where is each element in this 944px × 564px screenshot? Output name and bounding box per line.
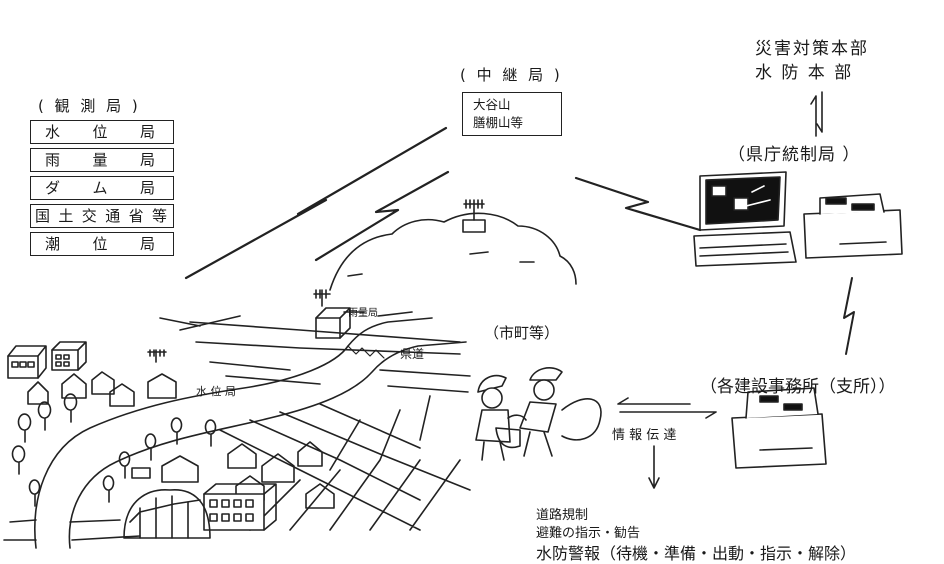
arrow-hq-down — [816, 91, 823, 133]
station-tide: 潮位局 — [30, 232, 174, 256]
info-transmission-label: 情 報 伝 達 — [612, 428, 677, 443]
output-flood-warning: 水防警報（待機・準備・出動・指示・解除） — [536, 544, 857, 563]
output-road-regulation: 道路規制 — [536, 508, 589, 523]
label-water-level: 水 位 局 — [196, 385, 236, 398]
prefecture-title: （県庁統制局 ） — [728, 145, 861, 165]
station-rainfall: 雨量局 — [30, 148, 174, 172]
radio-link-obs-to-relay — [184, 126, 448, 280]
radio-link-pref-to-branch — [843, 277, 855, 355]
relay-title: ( 中 継 局 ) — [460, 66, 563, 84]
river-bank-right — [68, 341, 467, 549]
arrow-city-to-branch — [619, 411, 717, 419]
label-rain-gauge: 雨量局 — [348, 308, 378, 319]
observation-title: ( 観 測 局 ) — [38, 97, 141, 115]
municipality-title: （市町等） — [484, 324, 560, 342]
station-mlit: 国土交通省等 — [30, 204, 174, 228]
relay-station-building — [462, 219, 486, 233]
mountain — [329, 212, 577, 291]
station-water-level: 水位局 — [30, 120, 174, 144]
hq-line-1: 災害対策本部 — [755, 39, 869, 59]
radio-link-relay-to-pref — [574, 176, 702, 232]
branch-title: （各建設事務所（支所）） — [700, 377, 896, 397]
arrow-pref-up — [810, 95, 817, 137]
label-prefectural-road: 県道 — [400, 347, 425, 361]
station-dam: ダム局 — [30, 176, 174, 200]
hq-line-2: 水 防 本 部 — [755, 63, 854, 83]
relay-line-1: 大谷山 — [473, 97, 511, 112]
river-bank-left — [34, 317, 433, 549]
arrow-branch-to-city — [617, 397, 691, 405]
arrow-down-to-outputs — [648, 445, 660, 489]
relay-line-2: 膳棚山等 — [473, 115, 524, 130]
output-evacuation: 避難の指示・勧告 — [536, 526, 641, 541]
radio-link-city-to-relay — [314, 170, 450, 262]
relay-box: 大谷山 膳棚山等 — [462, 92, 562, 136]
